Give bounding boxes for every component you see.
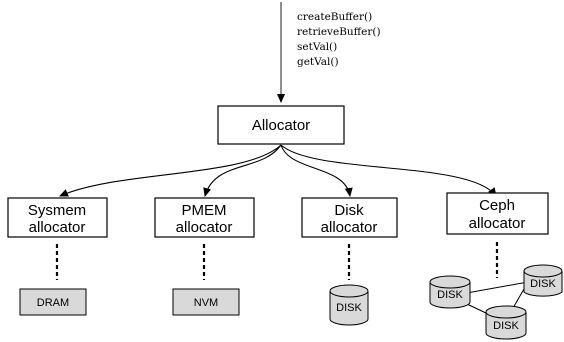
ceph-disk-right-label: DISK [530,278,556,290]
allocator-connectors [59,144,497,197]
ceph-allocator-line1: Ceph [479,197,515,214]
disk-cylinder-icon [485,312,527,340]
storage-links [55,242,499,280]
disk-allocator-line1: Disk [334,202,364,219]
disk-allocator-node: Disk allocator [301,197,398,238]
ceph-disk-bottom: DISK [485,305,527,340]
api-call-retrieve-buffer: retrieveBuffer() [297,26,381,38]
disk-cylinder-icon [523,271,563,297]
nvm-label: NVM [194,297,218,309]
nvm-store: NVM [172,288,240,316]
api-call-get-val: getVal() [297,56,339,68]
api-call-list: createBuffer() retrieveBuffer() setVal()… [297,11,381,68]
dram-label: DRAM [37,297,69,309]
ceph-allocator-node: Ceph allocator [446,192,549,235]
api-call-set-val: setVal() [297,41,337,53]
disk-allocator-line2: allocator [321,219,378,236]
ceph-cluster: DISK DISK DISK [429,264,563,340]
disk-store: DISK [329,284,369,326]
ceph-disk-left-label: DISK [437,289,463,301]
ceph-allocator-line2: allocator [469,215,526,232]
connector-pmem [203,144,282,197]
api-call-create-buffer: createBuffer() [297,11,372,23]
connector-disk [280,144,353,197]
pmem-allocator-node: PMEM allocator [154,197,255,238]
ceph-disk-right: DISK [523,264,563,297]
ceph-disk-bottom-label: DISK [493,320,519,332]
pmem-allocator-line2: allocator [176,219,233,236]
connector-ceph [280,144,497,197]
disk-label: DISK [336,302,362,314]
sysmem-allocator-line1: Sysmem [28,202,86,219]
sysmem-allocator-line2: allocator [29,219,86,236]
disk-cylinder-icon [329,291,369,326]
disk-cylinder-icon [429,282,471,309]
ceph-disk-left: DISK [429,275,471,309]
dram-store: DRAM [19,288,87,316]
pmem-allocator-line1: PMEM [182,202,227,219]
sysmem-allocator-node: Sysmem allocator [7,197,108,238]
allocator-node: Allocator [217,105,345,145]
allocator-label: Allocator [252,117,310,134]
connector-sysmem [59,144,282,197]
